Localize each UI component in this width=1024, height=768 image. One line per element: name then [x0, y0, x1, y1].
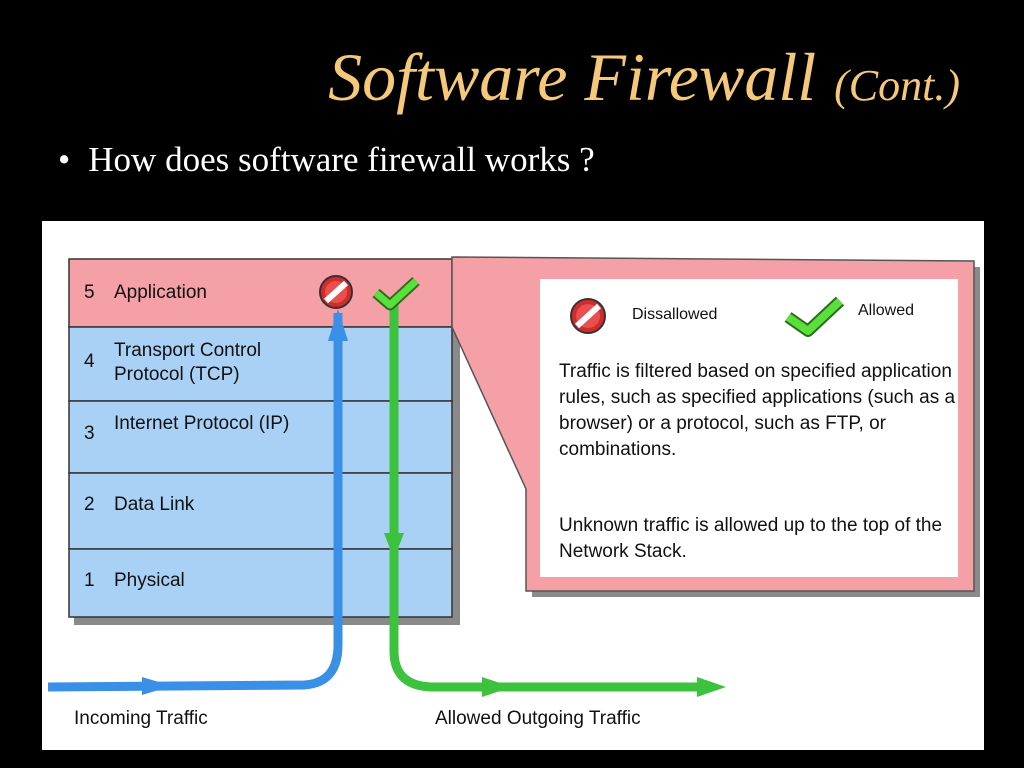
callout-inner [540, 279, 958, 577]
layer-1-box [68, 548, 453, 618]
incoming-arrowhead-right [142, 677, 172, 695]
layer-5-name: Application [114, 282, 207, 303]
legend-disallowed-label: Dissallowed [632, 306, 718, 323]
incoming-traffic-line [47, 313, 343, 692]
layer-3-name: Internet Protocol (IP) [114, 413, 290, 434]
callout-description-2: Unknown traffic is allowed up to the top… [559, 515, 943, 562]
layer-5-number: 5 [84, 282, 95, 303]
legend-disallowed-icon [570, 298, 606, 334]
layer-4-number: 4 [84, 351, 95, 372]
bullet-point: • How does software firewall works ? [58, 140, 595, 180]
bullet-icon: • [58, 140, 71, 179]
layer-4-name: Transport Control Protocol (TCP) [114, 340, 262, 385]
layer-2-name: Data Link [114, 494, 195, 515]
layer-2-number: 2 [84, 494, 95, 515]
layer-3-box [68, 400, 453, 474]
slide-title-main: Software Firewall [328, 39, 817, 115]
bullet-text: How does software firewall works ? [88, 140, 595, 179]
layer-1-name: Physical [114, 570, 185, 591]
outgoing-traffic-label: Allowed Outgoing Traffic [435, 708, 641, 729]
layer-1-number: 1 [84, 570, 95, 591]
slide-title-suffix: (Cont.) [834, 61, 960, 110]
check-icon [373, 278, 419, 309]
outgoing-traffic-line [389, 305, 702, 692]
incoming-arrowhead-up [328, 309, 348, 341]
outgoing-arrowhead-right-2 [697, 677, 726, 697]
legend-check-icon [785, 298, 843, 335]
disallowed-icon [319, 275, 353, 309]
callout-description-1: Traffic is filtered based on specified a… [559, 361, 956, 460]
firewall-diagram: 5 Application 4 Transport Control Protoc… [42, 221, 984, 750]
slide-title: Software Firewall (Cont.) [0, 38, 960, 117]
layer-4-box [68, 326, 453, 402]
legend-allowed-label: Allowed [858, 302, 915, 319]
layer-3-number: 3 [84, 423, 95, 444]
diagram-graphics [47, 256, 980, 697]
outgoing-arrowhead-down [384, 533, 404, 559]
incoming-traffic-label: Incoming Traffic [74, 708, 208, 729]
outgoing-arrowhead-right-1 [482, 677, 512, 697]
layer-5-box [68, 258, 453, 328]
